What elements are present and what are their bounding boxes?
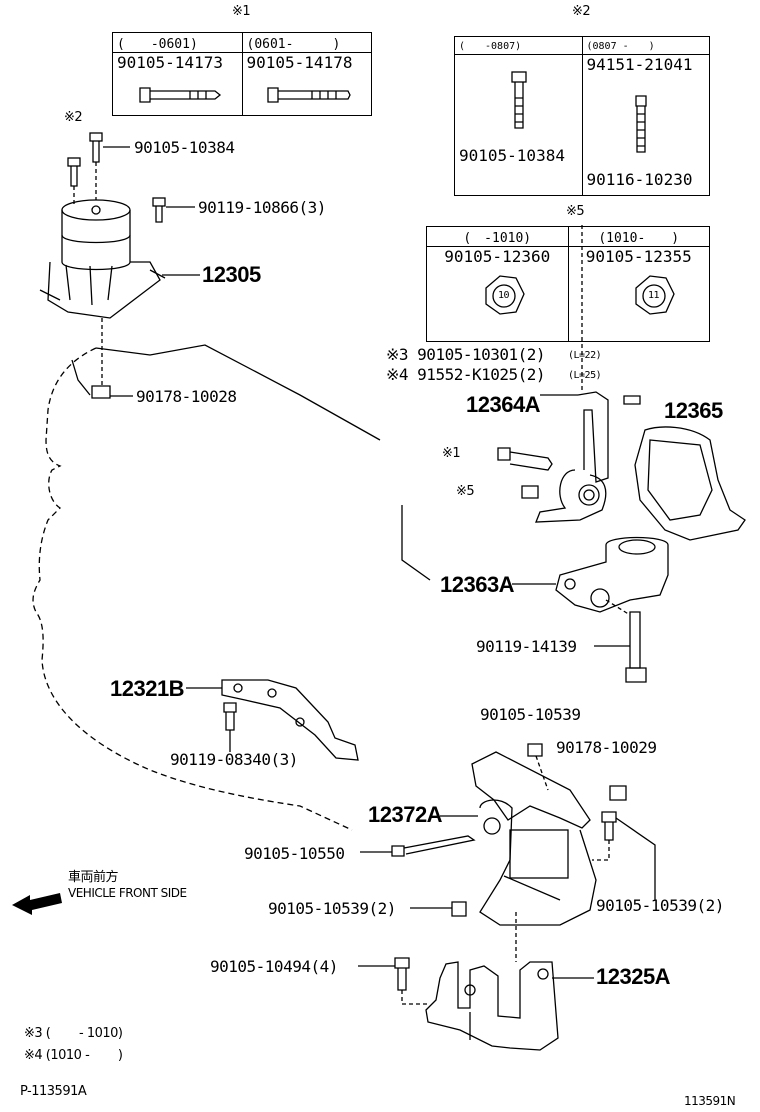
label-mark5-nut: ※5	[456, 484, 475, 499]
vehicle-front-jp: 車両前方	[68, 870, 119, 885]
table3-col-b-header: (1010- )	[567, 226, 710, 247]
label-mark2-left: ※2	[64, 110, 83, 125]
table2-col-b-part-top: 94151-21041	[586, 55, 693, 74]
bolt-90119-10866	[152, 197, 166, 223]
table-mark1: ( -0601) (0601- ) 90105-14173 90105-1417…	[112, 32, 372, 116]
bolt-mark2	[67, 157, 81, 187]
table2-col-b-cell: 94151-21041 90116-10230	[581, 54, 710, 196]
label-12305: 12305	[202, 262, 261, 287]
label-90119-10866: 90119-10866(3)	[198, 198, 326, 217]
mark5-header: ※5	[566, 204, 585, 219]
mount-12363A	[555, 536, 669, 613]
label-90105-10539-right: 90105-10539(2)	[596, 896, 724, 915]
table-mark5: ( -1010) (1010- ) 90105-12360 90105-1235…	[426, 226, 710, 342]
engine-outline-right	[401, 505, 431, 581]
table2-col-a-part: 90105-10384	[454, 54, 583, 196]
bracket-12321B	[221, 679, 359, 761]
label-12372A: 12372A	[368, 802, 443, 827]
bolt-08340	[223, 702, 237, 731]
nut-mark5	[521, 485, 539, 499]
label-mark3-len: (L=22)	[568, 350, 602, 361]
vehicle-front-arrow	[12, 893, 62, 915]
note-mark4: ※4 (1010 - )	[24, 1048, 123, 1063]
engine-outline	[32, 347, 353, 831]
bracket-12364A	[535, 391, 609, 523]
table3-col-b-part: 90105-12355	[567, 246, 710, 342]
table2-col-b-header: (0807 - )	[581, 36, 710, 55]
label-90119-14139: 90119-14139	[476, 637, 577, 656]
label-90105-10494: 90105-10494(4)	[210, 957, 338, 976]
label-90178-10028: 90178-10028	[136, 387, 237, 406]
bolt-mark1	[497, 447, 553, 471]
label-mark4-len: (L=25)	[568, 370, 602, 381]
label-90105-10550: 90105-10550	[244, 844, 345, 863]
label-mark1-bolt: ※1	[442, 446, 461, 461]
bolt-10494	[394, 957, 410, 991]
bolt-10539-left	[451, 901, 467, 917]
label-12325A: 12325A	[596, 964, 671, 989]
mark2-header: ※2	[572, 4, 591, 19]
bracket-12325A	[425, 961, 559, 1051]
footer-right-code: 113591N	[684, 1094, 736, 1108]
table2-col-b-part-bottom: 90116-10230	[586, 170, 693, 189]
table1-col-b-header: (0601- )	[241, 32, 372, 53]
label-12363A: 12363A	[440, 572, 515, 597]
label-90105-10539-top: 90105-10539	[480, 705, 581, 724]
label-mark4: ※4 91552-K1025(2)	[386, 365, 546, 384]
label-90178-10029: 90178-10029	[556, 738, 657, 757]
table3-col-a-part: 90105-12360	[426, 246, 569, 342]
table-mark2: ( -0807) (0807 - ) 90105-10384 94151-210…	[454, 36, 710, 196]
table1-col-a-header: ( -0601)	[112, 32, 243, 53]
bolt-10550	[391, 835, 476, 857]
bolt-mark3	[623, 395, 641, 405]
label-12321B: 12321B	[110, 676, 185, 701]
table1-col-a-part: 90105-14173	[112, 52, 243, 116]
label-12365: 12365	[664, 398, 723, 423]
engine-mount-12305	[39, 199, 166, 319]
table1-col-b-part: 90105-14178	[241, 52, 372, 116]
label-90105-10539-left: 90105-10539(2)	[268, 899, 396, 918]
bolt-90105-10384	[89, 132, 103, 163]
mark1-header: ※1	[232, 4, 251, 19]
bracket-12372A	[471, 751, 597, 926]
nut-90178-10028	[91, 385, 111, 399]
nut-size-10: 10	[498, 290, 510, 301]
footer-left-code: P-113591A	[20, 1084, 87, 1099]
note-mark3: ※3 ( - 1010)	[24, 1026, 123, 1041]
cover-12365	[634, 426, 746, 541]
label-mark3: ※3 90105-10301(2)	[386, 345, 546, 364]
bolt-10539-right	[601, 811, 617, 841]
table2-col-a-header: ( -0807)	[454, 36, 583, 55]
label-90105-10384: 90105-10384	[134, 138, 235, 157]
nut-size-11: 11	[648, 290, 660, 301]
engine-outline-inner	[71, 359, 91, 396]
vehicle-front-en: VEHICLE FRONT SIDE	[68, 886, 187, 900]
label-90119-08340: 90119-08340(3)	[170, 750, 298, 769]
table3-col-a-header: ( -1010)	[426, 226, 569, 247]
bolt-14139	[625, 611, 647, 683]
engine-outline-top	[95, 344, 381, 441]
nut-10029	[609, 785, 627, 801]
bolt-10539-top	[527, 743, 543, 757]
label-12364A: 12364A	[466, 392, 541, 417]
